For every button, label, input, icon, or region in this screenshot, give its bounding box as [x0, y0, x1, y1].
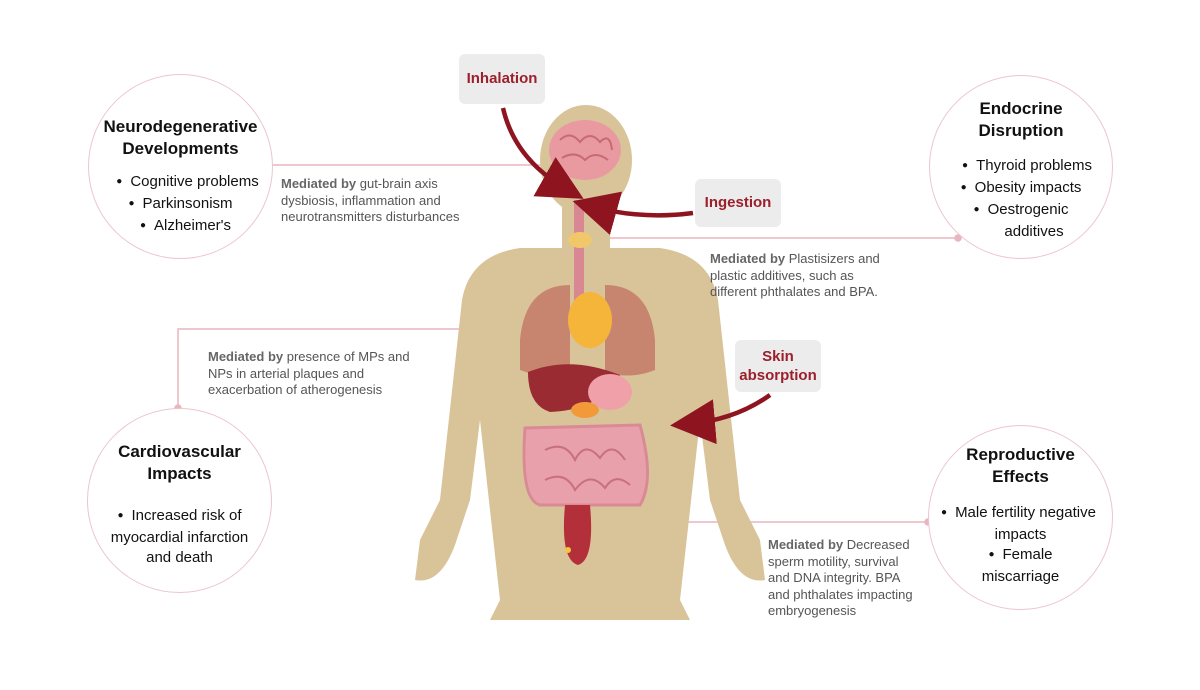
- cardio-item-continuation: and death: [146, 549, 213, 566]
- skin-absorption-line2: absorption: [739, 367, 817, 384]
- skin-absorption-arrow: [670, 393, 772, 445]
- endocrine-list: Thyroid problems Obesity impacts Oestrog…: [930, 156, 1112, 242]
- endocrine-mediated-prefix: Mediated by: [710, 251, 786, 266]
- repro-mediated-text: Mediated by Decreased sperm motility, su…: [768, 537, 913, 618]
- cardiovascular-circle: Cardiovascular Impacts Increased risk of…: [87, 408, 272, 593]
- liver-shape: [528, 364, 620, 412]
- heart-shape: [568, 292, 612, 348]
- endocrine-title-line1: Endocrine: [979, 99, 1063, 118]
- thyroid-shape: [568, 232, 592, 248]
- repro-list: Male fertility negative impacts Female m…: [929, 503, 1112, 587]
- repro-item: Female: [929, 545, 1112, 567]
- neuro-item: Alzheimer's: [99, 216, 272, 238]
- inhalation-label: Inhalation: [459, 54, 545, 104]
- inhalation-arrow: [500, 107, 584, 199]
- neuro-item: Cognitive problems: [103, 172, 272, 194]
- endocrine-circle: Endocrine Disruption Thyroid problems Ob…: [929, 75, 1113, 259]
- endocrine-title-line2: Disruption: [978, 121, 1064, 140]
- neuro-list: Cognitive problems Parkinsonism Alzheime…: [89, 172, 272, 238]
- cardio-mediated-text: Mediated by presence of MPs and NPs in a…: [208, 349, 410, 397]
- skin-absorption-line1: Skin: [762, 348, 794, 365]
- repro-mediated-prefix: Mediated by: [768, 537, 844, 552]
- neuro-title-line2: Developments: [122, 139, 239, 158]
- repro-title-line2: Effects: [992, 467, 1049, 486]
- ingestion-label: Ingestion: [695, 179, 781, 227]
- reproductive-circle: Reproductive Effects Male fertility nega…: [928, 425, 1113, 610]
- endocrine-item: Obesity impacts: [930, 178, 1112, 200]
- esophagus-shape: [574, 200, 584, 320]
- neuro-item: Parkinsonism: [89, 194, 272, 216]
- neurodegenerative-circle: Neurodegenerative Developments Cognitive…: [88, 74, 273, 259]
- cardio-list: Increased risk of myocardial infarction …: [88, 506, 271, 568]
- stomach-shape: [588, 374, 632, 410]
- repro-item-continuation: impacts: [994, 526, 1047, 543]
- neuro-mediated-prefix: Mediated by: [281, 176, 357, 191]
- intestine-shape: [522, 423, 649, 507]
- right-lung-shape: [605, 285, 655, 376]
- cardio-title-line2: Impacts: [147, 464, 212, 483]
- cardio-title-line1: Cardiovascular: [118, 442, 241, 461]
- cardio-item-continuation: myocardial infarction: [110, 529, 249, 546]
- skin-absorption-label: Skin absorption: [735, 340, 821, 392]
- repro-title-line1: Reproductive: [966, 445, 1075, 464]
- neuro-mediated-text: Mediated by gut-brain axis dysbiosis, in…: [281, 176, 460, 224]
- pancreas-shape: [571, 402, 599, 418]
- endocrine-item: Thyroid problems: [942, 156, 1112, 178]
- repro-item: Male fertility negative: [925, 503, 1112, 525]
- cardio-item: Increased risk of: [88, 506, 271, 528]
- endocrine-item-continuation: additives: [1004, 223, 1064, 240]
- cardio-mediated-prefix: Mediated by: [208, 349, 284, 364]
- neuro-title-line1: Neurodegenerative: [103, 117, 258, 136]
- endocrine-item: Oestrogenic: [930, 200, 1112, 222]
- repro-item-continuation: miscarriage: [981, 568, 1060, 585]
- endocrine-mediated-text: Mediated by Plastisizers and plastic add…: [710, 251, 880, 299]
- ingestion-arrow: [572, 191, 694, 235]
- left-lung-shape: [520, 285, 570, 376]
- cardio-connector: [177, 328, 590, 408]
